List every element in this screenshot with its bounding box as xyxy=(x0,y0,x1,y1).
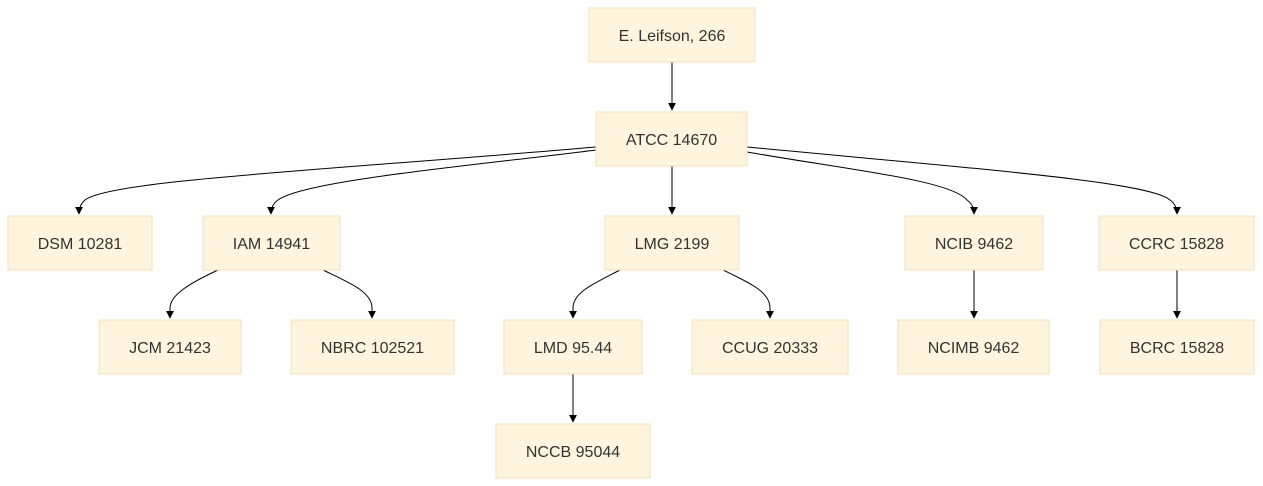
node-bcrc: BCRC 15828 xyxy=(1099,319,1255,375)
node-label: LMD 95.44 xyxy=(534,340,612,357)
node-label: CCUG 20333 xyxy=(722,340,818,357)
node-jcm: JCM 21423 xyxy=(98,319,242,375)
edge-lmg-to-ccug xyxy=(722,269,774,319)
node-lmd: LMD 95.44 xyxy=(503,319,643,375)
node-label: IAM 14941 xyxy=(233,236,310,253)
edge-atcc-to-ccrc xyxy=(746,146,1181,215)
node-label: DSM 10281 xyxy=(38,236,123,253)
node-label: ATCC 14670 xyxy=(626,132,717,149)
node-box xyxy=(691,319,849,375)
node-box xyxy=(7,215,153,271)
edge-atcc-to-ncib xyxy=(746,151,978,215)
edge-atcc-to-iam xyxy=(267,149,597,215)
edge-lmg-to-lmd xyxy=(569,269,621,319)
node-label: NCCB 95044 xyxy=(526,444,620,461)
node-leifson: E. Leifson, 266 xyxy=(588,7,756,63)
node-box xyxy=(290,319,455,375)
node-dsm: DSM 10281 xyxy=(7,215,153,271)
node-box xyxy=(503,319,643,375)
node-nccb: NCCB 95044 xyxy=(495,423,651,479)
node-iam: IAM 14941 xyxy=(202,215,341,271)
node-label: CCRC 15828 xyxy=(1129,236,1224,253)
node-atcc: ATCC 14670 xyxy=(595,111,748,167)
node-lmg: LMG 2199 xyxy=(604,215,740,271)
node-box xyxy=(1099,319,1255,375)
node-box xyxy=(98,319,242,375)
node-label: NCIB 9462 xyxy=(935,236,1013,253)
node-ncimb: NCIMB 9462 xyxy=(897,319,1050,375)
node-label: JCM 21423 xyxy=(129,340,211,357)
node-ccrc: CCRC 15828 xyxy=(1098,215,1255,271)
edge-iam-to-nbrc xyxy=(322,269,376,319)
node-box xyxy=(202,215,341,271)
node-label: E. Leifson, 266 xyxy=(619,28,726,45)
node-ccug: CCUG 20333 xyxy=(691,319,849,375)
node-label: BCRC 15828 xyxy=(1130,340,1224,357)
edges-layer xyxy=(75,62,1181,423)
node-box xyxy=(595,111,748,167)
node-box xyxy=(904,215,1044,271)
node-label: LMG 2199 xyxy=(635,236,710,253)
node-box xyxy=(495,423,651,479)
node-label: NCIMB 9462 xyxy=(928,340,1020,357)
node-box xyxy=(588,7,756,63)
node-ncib: NCIB 9462 xyxy=(904,215,1044,271)
edge-iam-to-jcm xyxy=(166,269,219,319)
node-label: NBRC 102521 xyxy=(321,340,424,357)
node-box xyxy=(604,215,740,271)
edge-atcc-to-dsm xyxy=(75,146,597,215)
node-nbrc: NBRC 102521 xyxy=(290,319,455,375)
node-box xyxy=(1098,215,1255,271)
node-box xyxy=(897,319,1050,375)
